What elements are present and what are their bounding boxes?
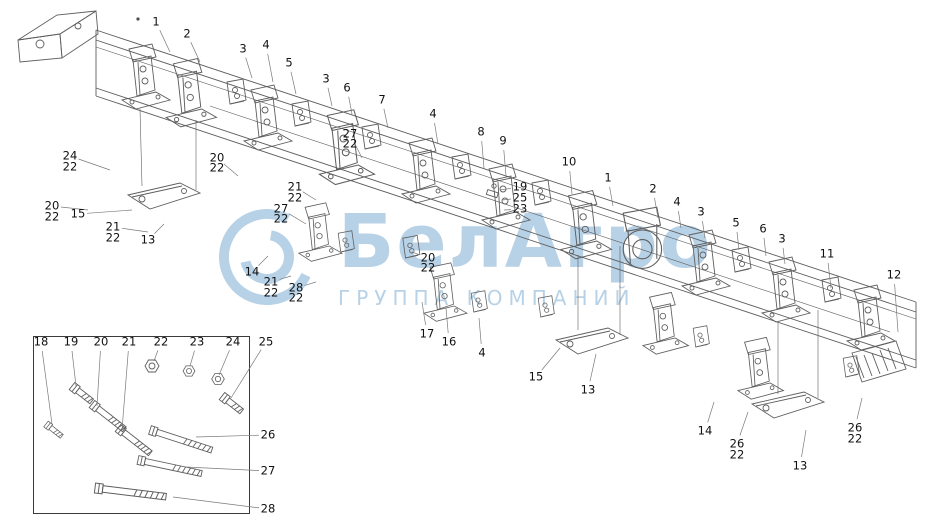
callout-26: 26 — [260, 427, 276, 442]
callout-2: 2 — [649, 181, 657, 196]
callout-22: 22 — [342, 136, 358, 151]
callout-19: 19 — [512, 179, 528, 194]
callout-26: 26 — [847, 420, 863, 435]
callout-1: 1 — [604, 170, 612, 185]
callout-22: 22 — [105, 230, 121, 245]
callout-26: 26 — [729, 436, 745, 451]
callout-22: 22 — [420, 260, 436, 275]
callout-22: 22 — [287, 190, 303, 205]
callout-22: 22 — [847, 431, 863, 446]
callout-28: 28 — [260, 501, 276, 516]
callout-24: 24 — [225, 334, 241, 349]
callout-20: 20 — [93, 334, 109, 349]
callout-5: 5 — [732, 215, 740, 230]
main-spar — [95, 29, 917, 369]
callout-22: 22 — [209, 160, 225, 175]
callout-25: 25 — [258, 334, 274, 349]
callout-22: 22 — [729, 447, 745, 462]
callout-6: 6 — [343, 80, 351, 95]
callout-2: 2 — [183, 26, 191, 41]
callout-21: 21 — [263, 274, 279, 289]
callout-16: 16 — [441, 334, 457, 349]
callout-22: 22 — [263, 285, 279, 300]
callout-23: 23 — [512, 201, 528, 216]
callout-10: 10 — [561, 154, 577, 169]
beam-right-end-block — [851, 340, 907, 383]
callout-24: 24 — [62, 148, 78, 163]
callout-21: 21 — [121, 334, 137, 349]
callout-11: 11 — [819, 246, 835, 261]
callout-3: 3 — [239, 41, 247, 56]
callout-19: 19 — [63, 334, 79, 349]
callout-27: 27 — [260, 463, 276, 478]
fastener-legend-box — [33, 336, 250, 514]
callout-20: 20 — [44, 198, 60, 213]
callout-4: 4 — [429, 106, 437, 121]
callout-8: 8 — [477, 124, 485, 139]
callout-6: 6 — [759, 221, 767, 236]
callout-13: 13 — [580, 382, 596, 397]
callout-18: 18 — [33, 334, 49, 349]
callout-25: 25 — [512, 190, 528, 205]
callout-3: 3 — [697, 204, 705, 219]
callout-17: 17 — [419, 326, 435, 341]
bracket-assemblies — [121, 43, 896, 400]
callout-1: 1 — [152, 14, 160, 29]
callout-3: 3 — [322, 71, 330, 86]
callout-13: 13 — [140, 232, 156, 247]
beam-left-end-block — [17, 10, 140, 63]
callout-22: 22 — [273, 211, 289, 226]
callout-20: 20 — [420, 250, 436, 265]
mounting-pads — [127, 108, 825, 419]
belagro-logo-icon — [219, 209, 315, 305]
callout-21: 21 — [105, 219, 121, 234]
callout-20: 20 — [209, 150, 225, 165]
callout-7: 7 — [378, 92, 386, 107]
callout-22: 22 — [153, 334, 169, 349]
callout-14: 14 — [697, 423, 713, 438]
callout-27: 27 — [273, 201, 289, 216]
watermark-subtitle: ГРУППА КОМПАНИЙ — [338, 285, 636, 310]
callout-4: 4 — [673, 194, 681, 209]
callout-22: 22 — [62, 159, 78, 174]
callout-21: 21 — [287, 179, 303, 194]
callout-12: 12 — [886, 267, 902, 282]
callout-4: 4 — [262, 37, 270, 52]
callout-5: 5 — [285, 55, 293, 70]
callout-27: 27 — [342, 126, 358, 141]
callout-4: 4 — [478, 345, 486, 360]
callout-14: 14 — [244, 264, 260, 279]
callout-23: 23 — [189, 334, 205, 349]
callout-22: 22 — [44, 209, 60, 224]
callout-28: 28 — [288, 280, 304, 295]
callout-13: 13 — [792, 458, 808, 473]
callout-3: 3 — [778, 231, 786, 246]
callout-22: 22 — [288, 290, 304, 305]
callout-9: 9 — [499, 133, 507, 148]
callout-15: 15 — [70, 206, 86, 221]
callout-15: 15 — [528, 369, 544, 384]
